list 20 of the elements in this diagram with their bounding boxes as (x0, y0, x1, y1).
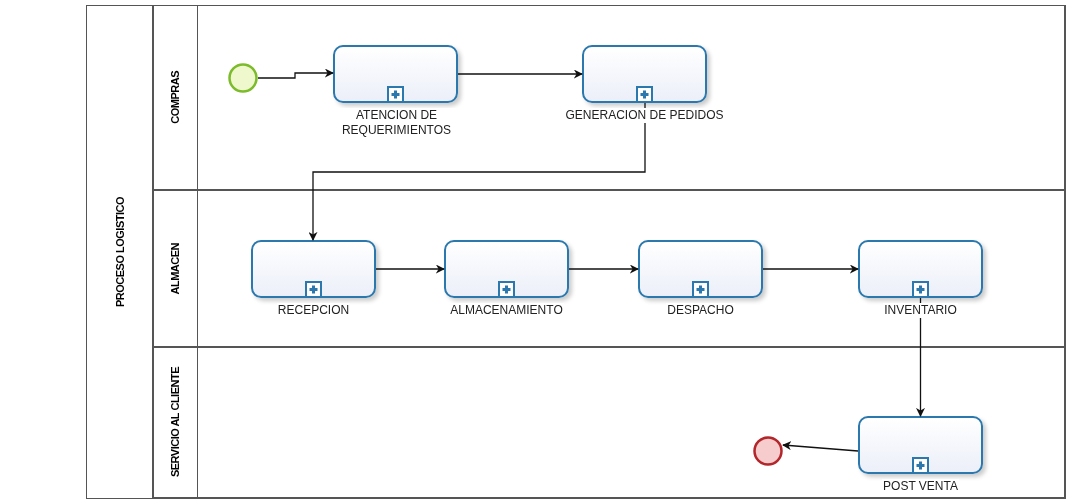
task-label: GENERACION DE PEDIDOS (564, 108, 725, 123)
pool-frame (86, 5, 1066, 499)
lane-label: COMPRAS (169, 71, 181, 124)
lane-label: SERVICIO AL CLIENTE (169, 367, 181, 478)
sequence-flow-arrow (457, 69, 583, 79)
swimlane (152, 5, 1065, 190)
sequence-flow-arrow (375, 264, 445, 274)
sequence-flow-arrow (762, 264, 859, 274)
end-event-circle (753, 436, 783, 466)
sequence-flow-arrow (782, 441, 859, 452)
lane-label: ALMACEN (169, 242, 181, 295)
swimlane (152, 190, 1065, 347)
sequence-flow-arrow (568, 264, 639, 274)
pool-label: PROCESO LOGISTICO (114, 196, 126, 308)
sequence-flow-arrow (257, 68, 334, 79)
start-event-circle (228, 63, 258, 93)
swimlane (152, 347, 1065, 498)
sequence-flow-arrow (916, 297, 925, 417)
task-label: INVENTARIO (883, 303, 958, 318)
sequence-flow-arrow (308, 102, 646, 241)
